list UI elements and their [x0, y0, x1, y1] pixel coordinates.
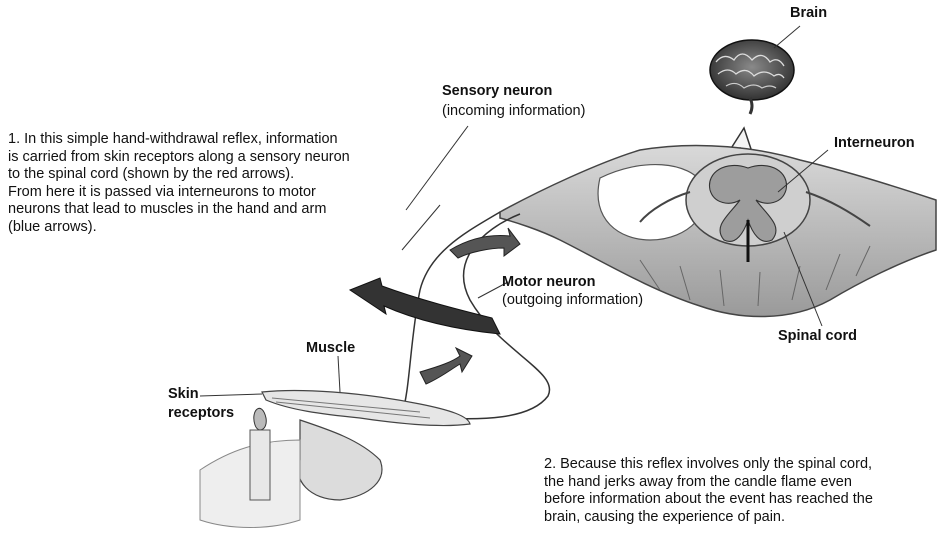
signal-arrows: [350, 228, 520, 384]
spinal-cord-label: Spinal cord: [778, 328, 857, 345]
muscle-label: Muscle: [306, 340, 355, 357]
brain-label: Brain: [790, 5, 827, 22]
skin-label: Skin: [168, 386, 199, 403]
motor-neuron-label: Motor neuron: [502, 274, 595, 291]
motor-neuron-sublabel: (outgoing information): [502, 292, 643, 309]
sensory-neuron-sublabel: (incoming information): [442, 103, 585, 120]
step2-caption: 2. Because this reflex involves only the…: [544, 456, 944, 526]
brain-drawing: [710, 26, 800, 114]
sensory-neuron-label: Sensory neuron: [442, 83, 552, 100]
interneuron-label: Interneuron: [834, 135, 915, 152]
step1-caption: 1. In this simple hand-withdrawal reflex…: [8, 131, 428, 237]
receptors-label: receptors: [168, 405, 234, 422]
